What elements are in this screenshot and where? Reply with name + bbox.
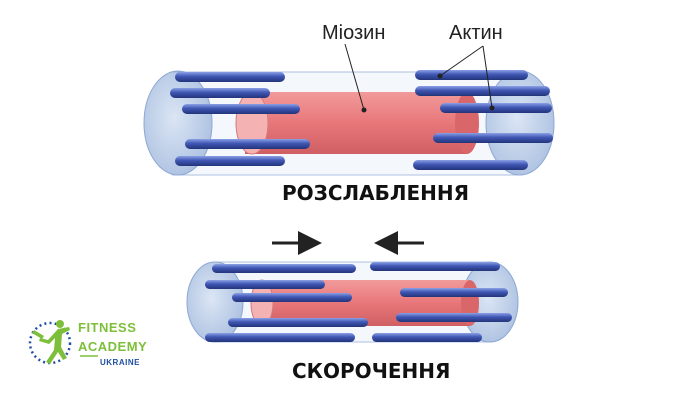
contracted-actin-left — [205, 264, 368, 342]
actin-rod — [212, 264, 356, 273]
actin-rod — [400, 288, 508, 297]
relaxed-actin-right — [413, 70, 553, 170]
contracted-caption: СКОРОЧЕННЯ — [292, 359, 450, 383]
myosin-leader — [344, 43, 365, 111]
actin-rod — [433, 133, 553, 143]
contracted-actin-right — [370, 262, 512, 342]
actin-rod — [205, 333, 355, 342]
actin-rod — [175, 156, 285, 166]
label-leaders — [344, 43, 495, 113]
logo-line-academy: ACADEMY — [78, 339, 147, 354]
actin-leader-1 — [439, 45, 484, 77]
actin-rod — [175, 72, 285, 82]
actin-rod — [415, 70, 528, 80]
myosin-label: Міозин — [322, 22, 385, 44]
actin-rod — [396, 313, 512, 322]
logo-line-fitness: FITNESS — [78, 320, 136, 335]
actin-label: Актин — [449, 22, 503, 44]
actin-rod — [232, 293, 352, 302]
relaxed-actin-left — [170, 72, 310, 166]
actin-rod — [370, 262, 500, 271]
contracted-sarcomere — [186, 261, 519, 343]
fitness-academy-logo: FITNESS ACADEMY UKRAINE — [28, 320, 147, 367]
actin-rod — [185, 139, 310, 149]
relaxed-sarcomere — [143, 70, 555, 176]
actin-rod — [415, 86, 550, 96]
actin-rod — [228, 318, 368, 327]
actin-rod — [205, 280, 325, 289]
actin-rod — [413, 160, 528, 170]
logo-line-ukraine: UKRAINE — [100, 358, 140, 367]
actin-leader-2 — [482, 45, 493, 109]
actin-rod — [440, 103, 552, 113]
actin-rod — [372, 333, 482, 342]
relaxed-caption: РОЗСЛАБЛЕННЯ — [282, 181, 469, 205]
contracted-left-z-disc — [186, 261, 244, 343]
actin-rod — [170, 88, 270, 98]
logo-figure-icon — [32, 320, 70, 364]
actin-rod — [182, 104, 300, 114]
